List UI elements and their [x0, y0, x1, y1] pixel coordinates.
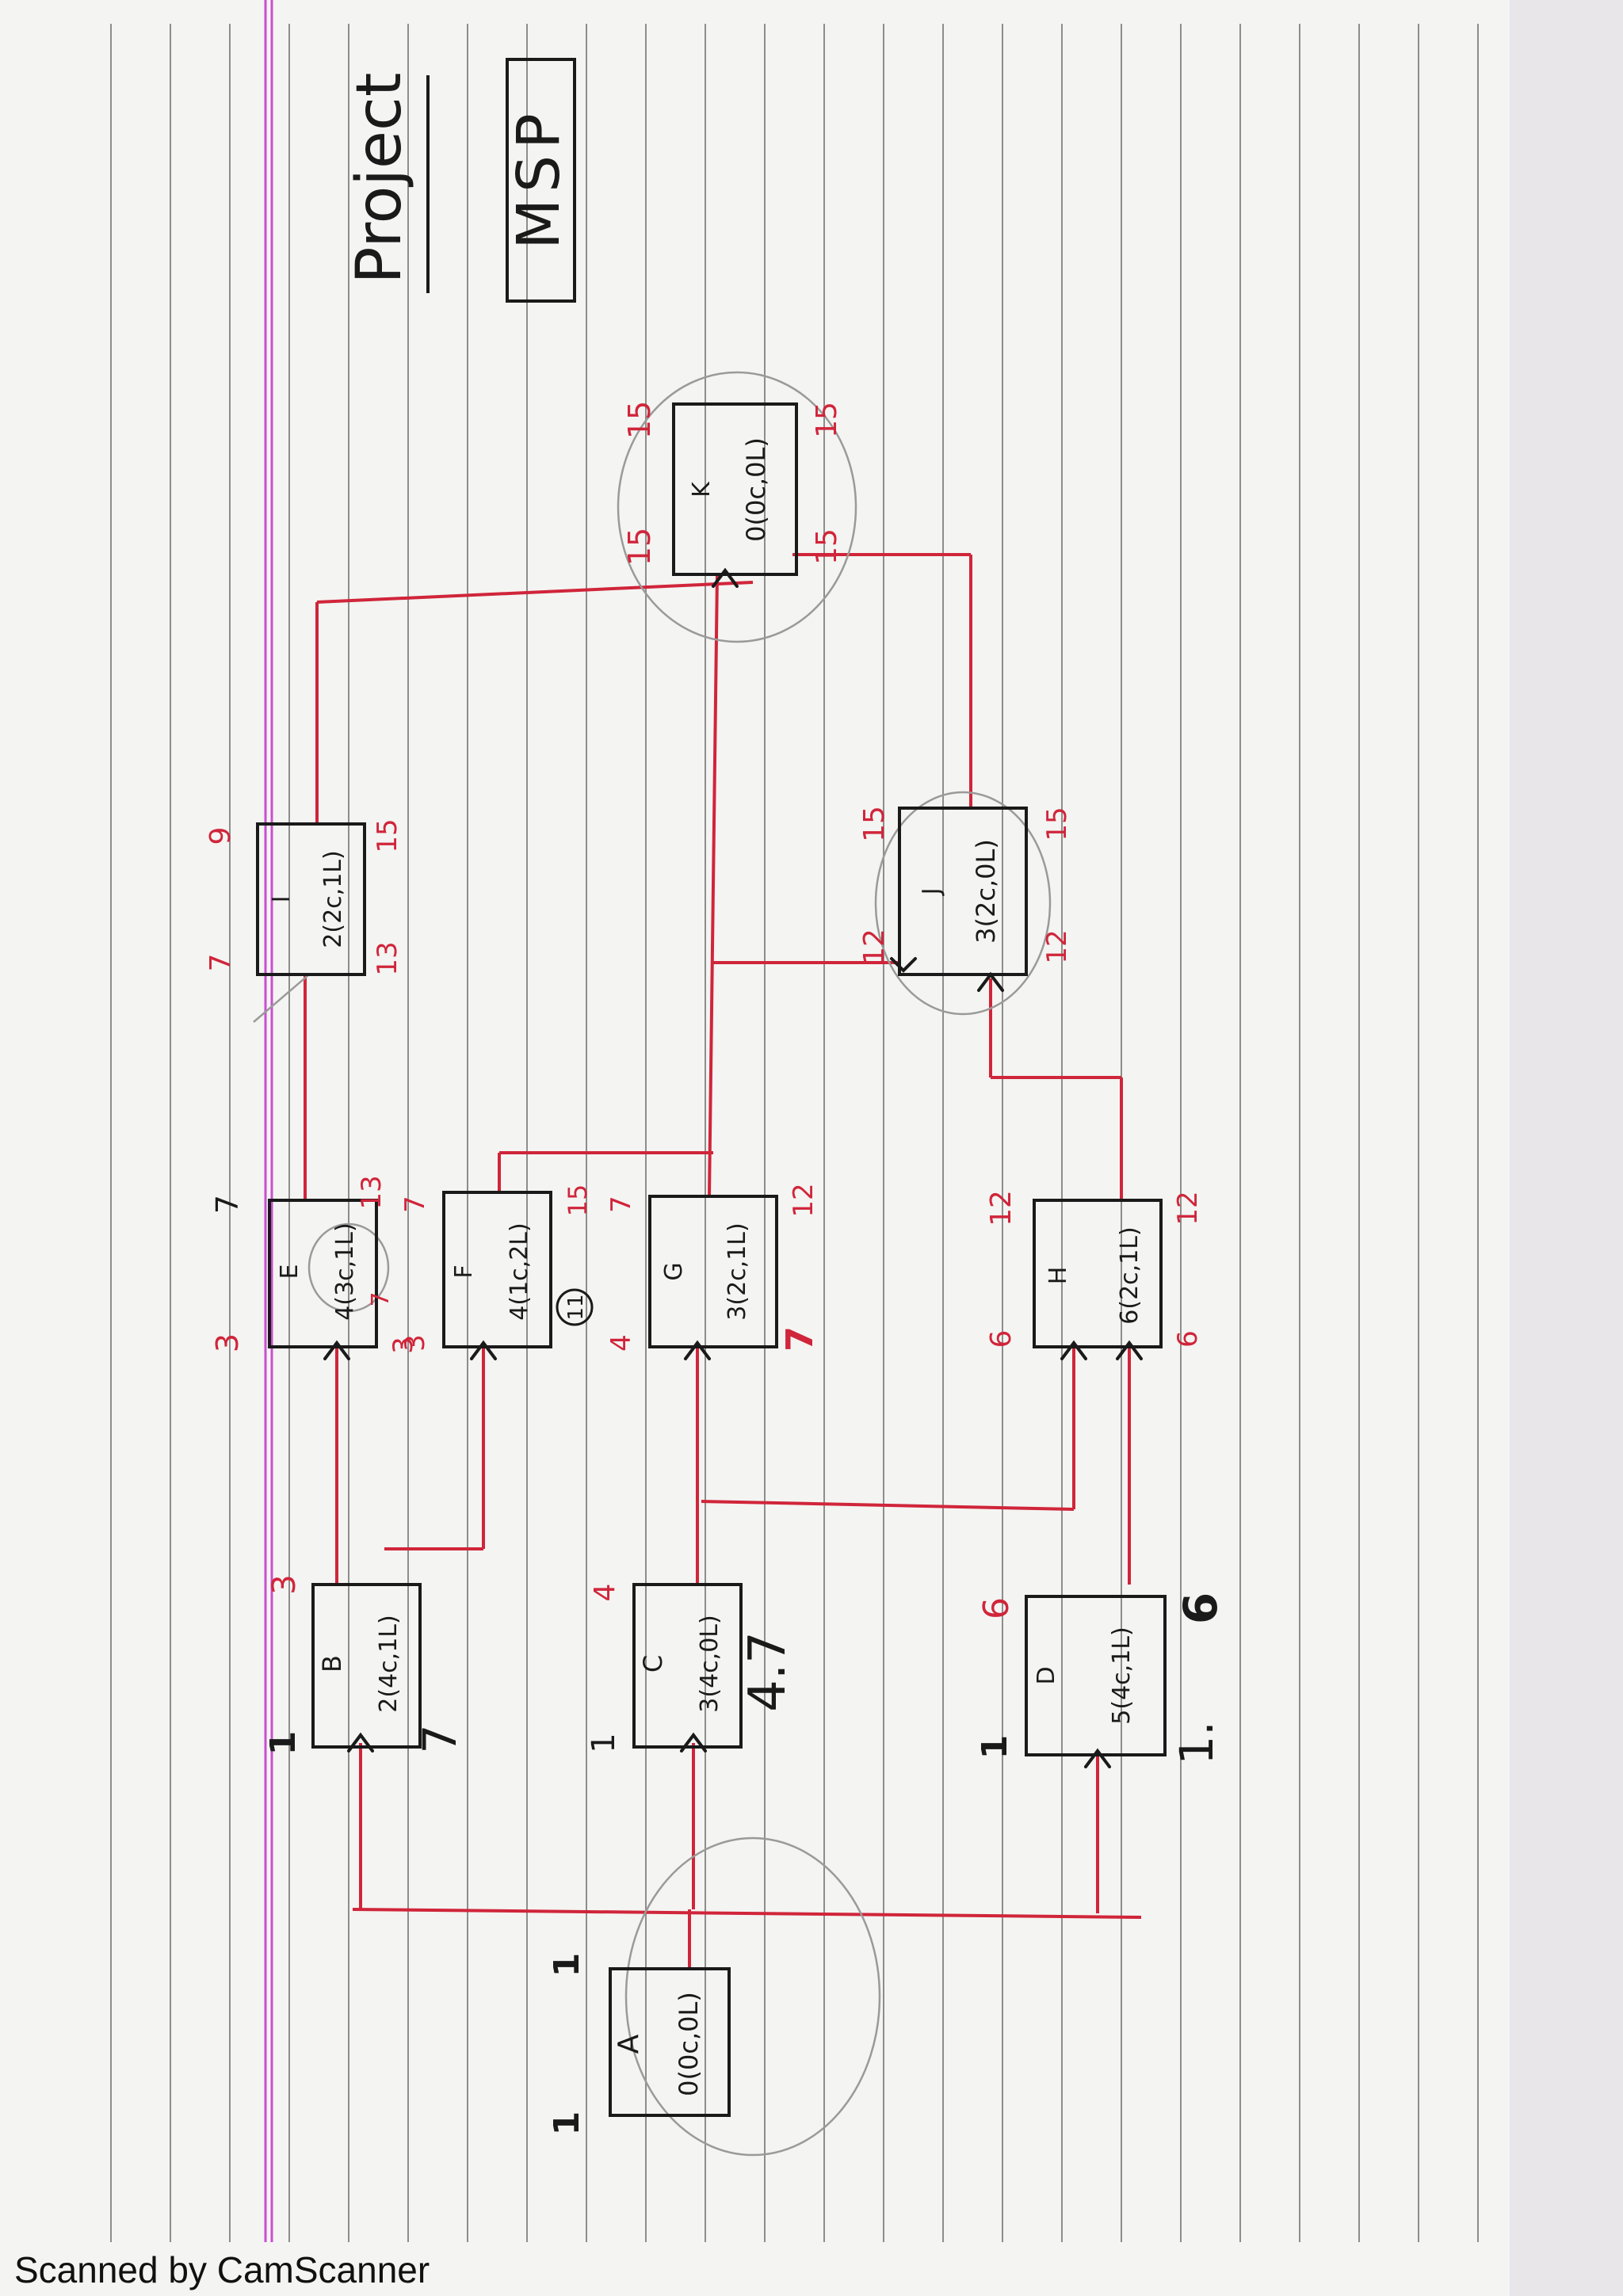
node-E-ef: 7: [210, 1195, 245, 1214]
node-I-ef: 9: [204, 827, 237, 845]
node-J-label: J: [918, 888, 945, 897]
node-G-ef: 7: [605, 1196, 637, 1213]
node-I-duration: 2(2c,1L): [319, 850, 347, 948]
arrowheads: [323, 567, 1143, 1768]
node-F[interactable]: F 4(1c,2L) 3 7 15 11: [399, 1184, 594, 1352]
node-A-duration: 0(0c,0L): [674, 1992, 704, 2096]
node-F-ef: 7: [399, 1196, 431, 1213]
node-A-ls: 1: [547, 2111, 587, 2136]
node-J-es: 12: [858, 929, 891, 965]
node-F-duration: 4(1c,2L): [506, 1222, 533, 1320]
node-F-float-circle: [556, 1288, 594, 1326]
node-C-es: 1: [586, 1733, 622, 1753]
page-title: Project: [344, 73, 415, 284]
node-J-duration: 3(2c,0L): [971, 839, 1001, 944]
node-F-float: 11: [564, 1294, 588, 1320]
node-E-label: E: [276, 1264, 304, 1280]
node-I-lf: 15: [372, 818, 403, 852]
node-F-lf: 15: [563, 1184, 593, 1217]
node-C-label: C: [638, 1655, 668, 1672]
page-header: Project MSP: [344, 58, 576, 303]
subtitle-box: [506, 58, 576, 303]
node-C-float: 4.7: [739, 1631, 797, 1712]
node-D-duration: 5(4c,1L): [1108, 1627, 1136, 1724]
node-K-ls: 15: [811, 528, 843, 565]
node-I-es: 7: [204, 954, 237, 972]
node-A[interactable]: A 0(0c,0L) 1 1: [547, 1953, 731, 2136]
node-B[interactable]: B 2(4c,1L) 1 3 7: [263, 1574, 467, 1755]
node-B-duration: 2(4c,1L): [375, 1615, 403, 1712]
margin-lines: [264, 0, 273, 2242]
node-H-es: 6: [985, 1330, 1018, 1348]
node-A-label: A: [613, 2034, 645, 2054]
node-E-lf: 13: [356, 1175, 388, 1209]
node-H-lf: 12: [1172, 1191, 1204, 1225]
node-J-lf: 15: [1041, 807, 1073, 841]
node-J-ls: 12: [1041, 929, 1073, 963]
node-D[interactable]: D 5(4c,1L) 1 6 6 1.: [975, 1592, 1228, 1765]
node-H[interactable]: H 6(2c,1L) 6 12 6 12: [985, 1190, 1204, 1348]
node-F-es: 3: [399, 1334, 431, 1352]
node-I-ls: 13: [372, 941, 403, 975]
node-H-duration: 6(2c,1L): [1116, 1226, 1144, 1324]
node-G-lf: 12: [788, 1183, 819, 1217]
node-E-ls: 3: [388, 1337, 419, 1354]
node-I-label: I: [268, 896, 296, 903]
node-C[interactable]: C 3(4c,0L) 1 4 4.7: [586, 1583, 797, 1753]
node-G[interactable]: G 3(2c,1L) 4 7 12 7: [605, 1183, 821, 1352]
node-H-label: H: [1044, 1267, 1072, 1285]
scanner-watermark: Scanned by CamScanner: [14, 2249, 430, 2290]
node-E-float: 7: [367, 1291, 395, 1306]
node-D-label: D: [1033, 1666, 1060, 1684]
node-K-es: 15: [622, 528, 657, 566]
page-edge-shadow: [1510, 0, 1623, 2296]
node-K-duration: 0(0c,0L): [741, 437, 771, 542]
node-H-ls: 6: [1172, 1330, 1204, 1348]
node-K[interactable]: K 0(0c,0L) 15 15 15 15: [622, 401, 843, 576]
node-E-duration: 4(3c,1L): [331, 1222, 359, 1320]
node-E-es: 3: [210, 1333, 245, 1352]
node-D-lf: 6: [1174, 1592, 1228, 1624]
node-D-ef: 6: [976, 1597, 1017, 1619]
node-D-es: 1: [975, 1735, 1015, 1760]
node-B-lf: 7: [413, 1725, 467, 1754]
node-J-ef: 15: [858, 806, 891, 842]
node-K-ef: 15: [622, 401, 657, 439]
node-K-label: K: [688, 481, 716, 498]
node-B-label: B: [317, 1655, 347, 1672]
node-G-duration: 3(2c,1L): [724, 1222, 751, 1320]
node-G-ls: 7: [778, 1326, 821, 1352]
node-H-ef: 12: [985, 1190, 1018, 1226]
node-A-es: 1: [547, 1953, 587, 1978]
node-F-label: F: [450, 1264, 478, 1278]
node-C-duration: 3(4c,0L): [696, 1615, 724, 1712]
node-B-ef: 3: [266, 1574, 303, 1594]
node-E[interactable]: E 4(3c,1L) 3 7 3 7 13: [210, 1175, 419, 1353]
pencil-marks: [253, 371, 1052, 2157]
node-C-ef: 4: [589, 1584, 621, 1602]
node-G-es: 4: [605, 1334, 637, 1352]
node-I[interactable]: I 2(2c,1L) 7 9 13 15: [204, 818, 403, 976]
node-D-ls: 1.: [1170, 1721, 1224, 1764]
node-G-label: G: [660, 1262, 688, 1280]
node-B-es: 1: [263, 1731, 304, 1756]
page-subtitle: MSP: [505, 107, 573, 249]
red-connectors: [304, 553, 1142, 1969]
node-K-lf: 15: [811, 402, 843, 438]
node-J[interactable]: J 3(2c,0L) 12 15 12 15: [858, 806, 1073, 976]
ruled-lines: [110, 24, 1479, 2242]
